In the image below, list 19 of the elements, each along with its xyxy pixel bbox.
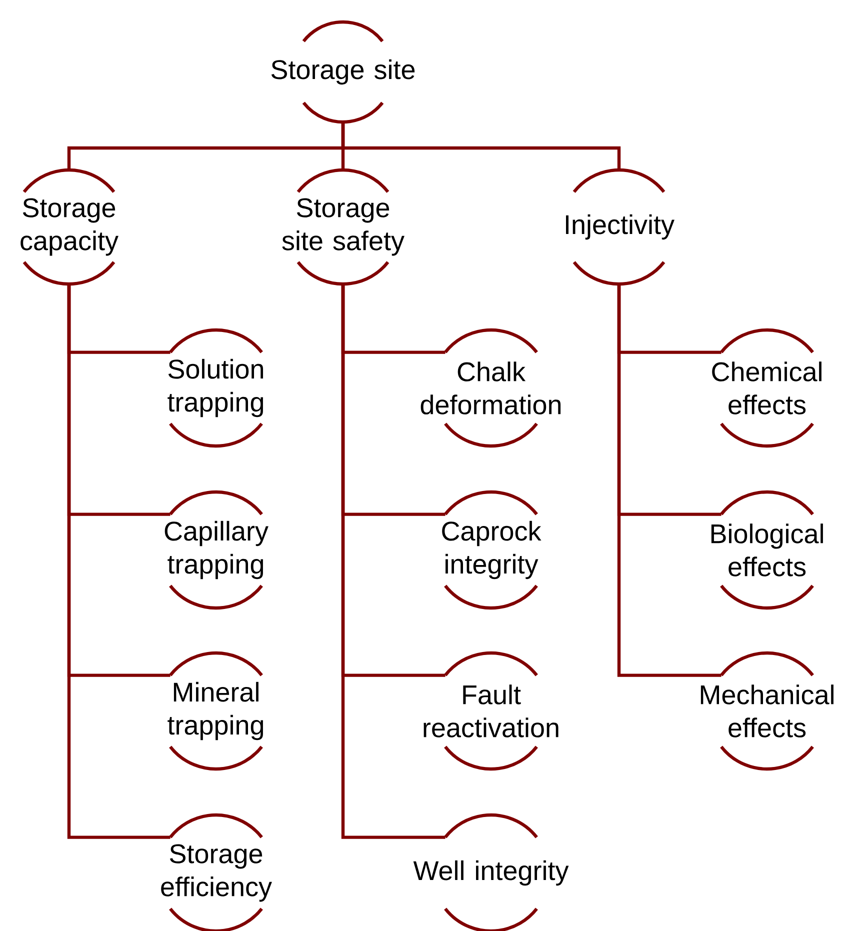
circle-node: Mineral trapping (168, 651, 264, 771)
circle-node: Capillary trapping (164, 490, 268, 610)
circle-node: Mechanical effects (700, 651, 834, 771)
circle-node: Storage capacity (20, 168, 118, 286)
connector-line (67, 284, 170, 839)
circle-node: Storage efficiency (161, 813, 272, 931)
connector-line (617, 284, 722, 677)
circle-node: Caprock integrity (442, 490, 542, 610)
circle-node: Chalk deformation (420, 328, 561, 448)
circle-node: Storage site safety (282, 168, 404, 286)
circle-node: Biological effects (711, 490, 823, 610)
circle-node: Storage site (271, 20, 415, 124)
circle-node: Fault reactivation (424, 651, 558, 771)
circle-node: Solution trapping (168, 328, 264, 448)
circle-node: Injectivity (566, 168, 674, 286)
circle-node: Well integrity (413, 813, 569, 931)
connector-line (341, 284, 446, 839)
connector-line (341, 122, 621, 170)
circle-node: Chemical effects (712, 328, 822, 448)
